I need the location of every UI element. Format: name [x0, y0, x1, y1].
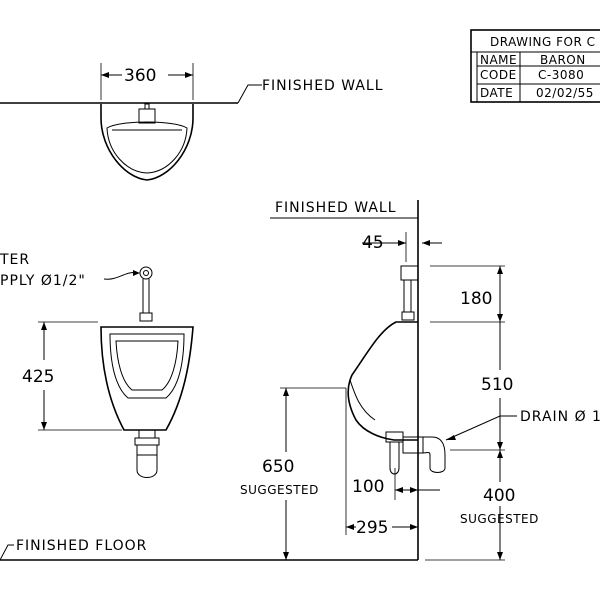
title-block-name-key: NAME	[480, 53, 517, 67]
drain-label: DRAIN Ø 1	[520, 409, 600, 425]
water-supply-label-line1: TER	[0, 252, 30, 268]
finished-floor-label: FINISHED FLOOR	[16, 538, 147, 554]
side-view: FINISHED WALL 45 DRAIN Ø 1	[240, 200, 600, 561]
title-block-date-key: DATE	[480, 86, 513, 100]
dim-depth-100: 100	[352, 477, 384, 497]
dim-height-425: 425	[22, 367, 54, 387]
suggested-400-label: SUGGESTED	[460, 512, 539, 526]
finished-wall-side-label: FINISHED WALL	[275, 200, 397, 216]
title-block-date-value: 02/02/55	[536, 86, 594, 100]
dim-height-400: 400	[483, 486, 515, 506]
title-block-heading: DRAWING FOR C	[490, 35, 596, 49]
dim-height-180: 180	[460, 289, 492, 309]
top-view: FINISHED WALL 360	[0, 63, 384, 181]
title-block-name-value: BARON	[540, 53, 586, 67]
dim-height-510: 510	[481, 375, 513, 395]
dim-depth-295: 295	[356, 518, 388, 538]
finished-wall-top-label: FINISHED WALL	[262, 78, 384, 94]
dim-height-650: 650	[262, 457, 294, 477]
dim-offset-45: 45	[362, 233, 384, 253]
dim-width-360: 360	[124, 66, 156, 86]
title-block-code-key: CODE	[480, 68, 517, 82]
water-supply-label-line2: PPLY Ø1/2"	[0, 273, 86, 289]
title-block: DRAWING FOR C NAME BARON CODE C-3080 DAT…	[470, 29, 600, 103]
suggested-650-label: SUGGESTED	[240, 483, 319, 497]
title-block-code-value: C-3080	[538, 68, 584, 82]
front-view: TER PPLY Ø1/2" 425 FINISHED FLOOR	[0, 252, 418, 561]
